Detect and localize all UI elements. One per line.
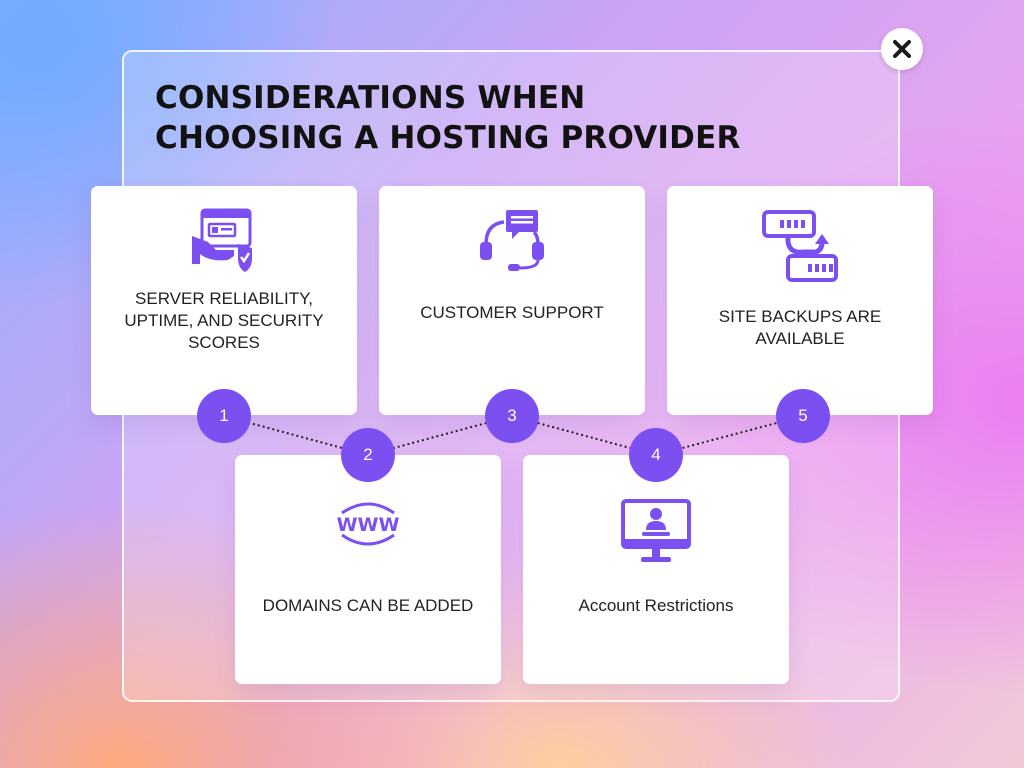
card-domains: WWW DOMAINS CAN BE ADDED <box>235 455 501 684</box>
card-label: SERVER RELIABILITY, UPTIME, AND SECURITY… <box>124 289 324 352</box>
step-badge-3: 3 <box>485 389 539 443</box>
step-badge-1: 1 <box>197 389 251 443</box>
title-line-1: CONSIDERATIONS WHEN <box>155 80 586 116</box>
step-badge-2: 2 <box>341 428 395 482</box>
www-icon: WWW <box>337 502 400 546</box>
card-label: CUSTOMER SUPPORT <box>420 303 604 322</box>
title-line-2: CHOOSING A HOSTING PROVIDER <box>155 120 741 156</box>
close-icon <box>893 40 911 58</box>
card-customer-support: CUSTOMER SUPPORT <box>379 186 645 415</box>
card-server-reliability: SERVER RELIABILITY, UPTIME, AND SECURITY… <box>91 186 357 415</box>
close-button[interactable] <box>881 28 923 70</box>
headset-chat-icon <box>480 210 544 271</box>
step-badge-4: 4 <box>629 428 683 482</box>
card-account-restrictions: Account Restrictions <box>523 455 789 684</box>
monitor-user-icon <box>621 499 691 562</box>
card-label: SITE BACKUPS ARE AVAILABLE <box>718 307 882 348</box>
server-security-icon <box>192 208 252 272</box>
page-title: CONSIDERATIONS WHEN CHOOSING A HOSTING P… <box>155 78 741 158</box>
step-badge-5: 5 <box>776 389 830 443</box>
card-label: DOMAINS CAN BE ADDED <box>262 596 474 615</box>
www-icon-text: WWW <box>337 514 400 536</box>
card-site-backups: SITE BACKUPS ARE AVAILABLE <box>667 186 933 415</box>
card-label: Account Restrictions <box>578 596 734 615</box>
backup-servers-icon <box>762 210 838 282</box>
